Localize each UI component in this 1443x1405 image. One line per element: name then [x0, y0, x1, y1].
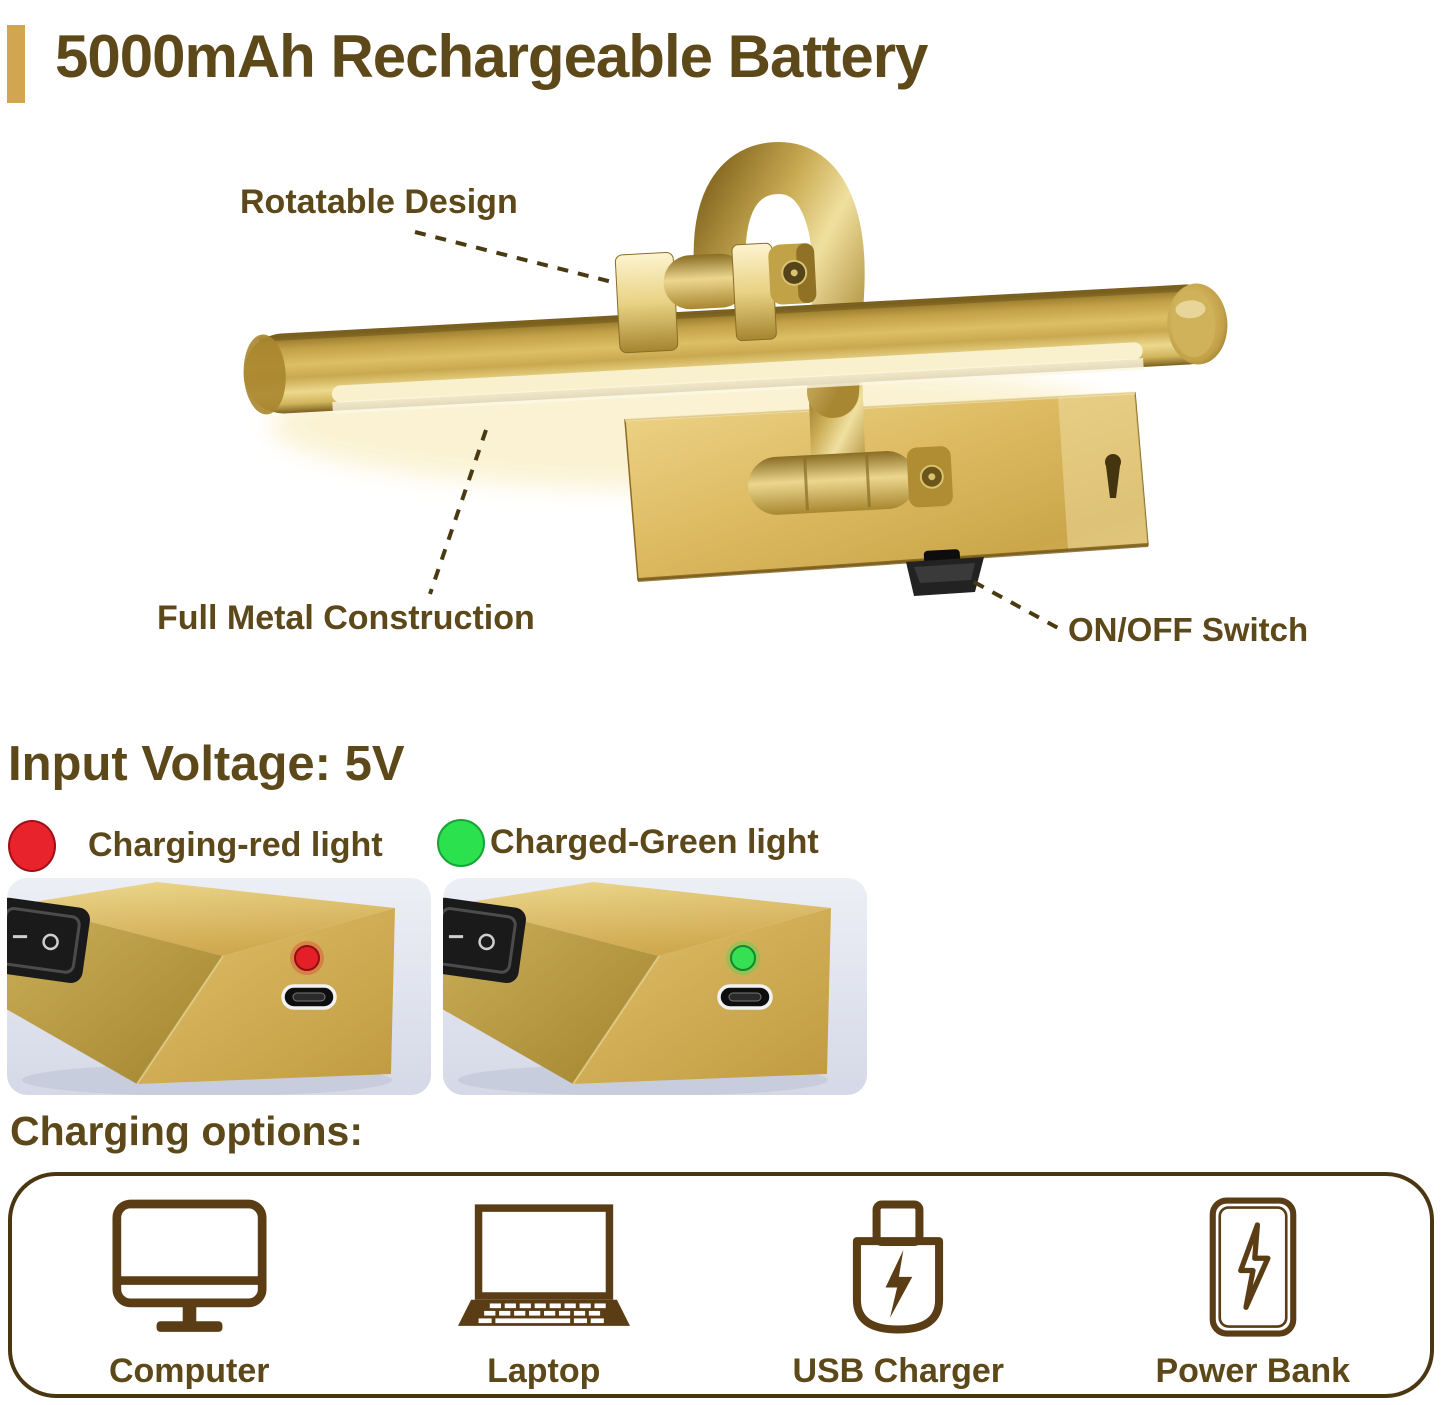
charged-green-label: Charged-Green light: [490, 823, 819, 861]
charging-red-label: Charging-red light: [88, 826, 383, 864]
option-power-bank: Power Bank: [1076, 1176, 1431, 1394]
power-switch: [906, 549, 984, 596]
charging-photo-green: [443, 878, 867, 1095]
option-label-laptop: Laptop: [487, 1352, 601, 1390]
light-diffuser: [331, 342, 1143, 403]
pivot-cylinder: [748, 446, 953, 515]
option-label-computer: Computer: [108, 1352, 270, 1390]
desktop-computer-icon: [112, 1198, 267, 1336]
rocker-switch: [443, 897, 526, 984]
leader-line-onoff: [973, 580, 1059, 630]
usb-c-port: [717, 984, 773, 1010]
picture-light-illustration: [243, 141, 1228, 630]
callout-full-metal: Full Metal Construction: [157, 599, 535, 637]
keyhole-slot: [1105, 454, 1121, 498]
option-label-usb-charger: USB Charger: [792, 1352, 1005, 1390]
swivel-arm: [693, 141, 865, 418]
leader-line-rotatable: [414, 230, 613, 284]
green-led-dot: [437, 819, 485, 867]
power-bank-icon: [1209, 1197, 1297, 1337]
callout-onoff-switch: ON/OFF Switch: [1068, 611, 1309, 648]
option-usb-charger: USB Charger: [721, 1176, 1076, 1394]
bar-left-cap: [243, 334, 286, 415]
option-laptop: Laptop: [367, 1176, 722, 1394]
red-charging-led: [294, 945, 320, 971]
charging-options-box: Computer: [8, 1172, 1434, 1398]
leader-line-full-metal: [428, 429, 488, 595]
callout-rotatable-design: Rotatable Design: [240, 183, 518, 221]
charging-photo-red: [7, 878, 431, 1095]
rocker-switch: [7, 897, 90, 984]
page-title: 5000mAh Rechargeable Battery: [55, 23, 928, 90]
usb-c-port: [281, 984, 337, 1010]
option-label-power-bank: Power Bank: [1155, 1352, 1351, 1390]
usb-charger-icon: [848, 1198, 948, 1336]
laptop-icon: [457, 1198, 630, 1336]
input-voltage-heading: Input Voltage: 5V: [8, 737, 405, 791]
rotation-hinge: [614, 242, 817, 354]
picture-light-bar: [243, 283, 1228, 415]
title-accent-bar: [7, 25, 25, 103]
red-led-dot: [8, 820, 56, 872]
option-computer: Computer: [12, 1176, 367, 1394]
green-charged-led: [730, 945, 756, 971]
charging-options-heading: Charging options:: [10, 1108, 364, 1154]
